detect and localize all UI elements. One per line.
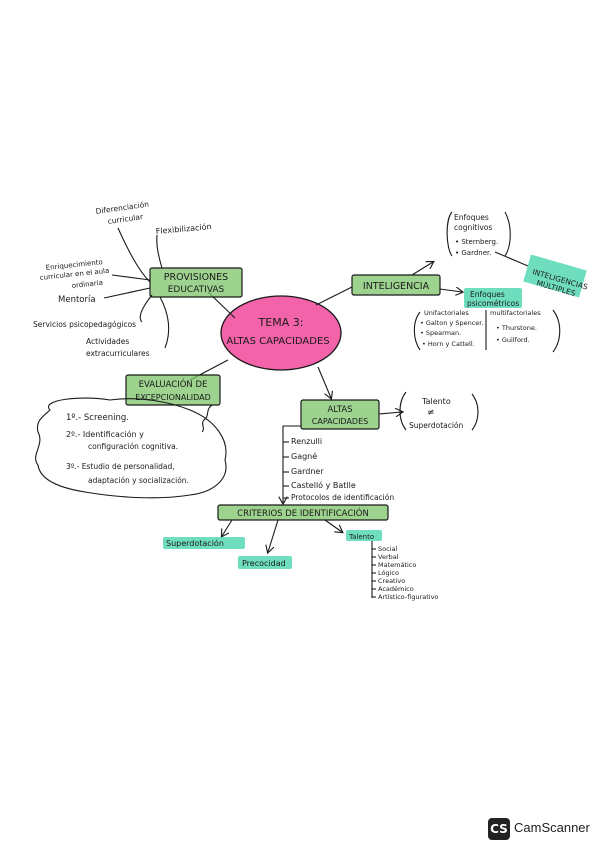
connector-altas — [317, 366, 331, 398]
autor-4: Castelló y Batlle — [291, 480, 356, 490]
evaluacion-step-1: 1º.- Screening. — [66, 413, 129, 423]
provisiones-title1: PROVISIONES — [164, 272, 228, 283]
talento-tipo-3: Matemático — [378, 561, 416, 569]
precocidad-label: Precocidad — [242, 559, 286, 568]
altas-title1: ALTAS — [327, 405, 352, 415]
criterio-superdotacion: Superdotación — [163, 537, 245, 549]
altas-title2: CAPACIDADES — [312, 417, 368, 426]
evaluacion-cloud — [35, 397, 227, 499]
autores-list: Renzulli Gagné Gardner Castelló y Batlle… — [283, 437, 394, 502]
connector-precocidad — [268, 519, 279, 552]
cognitivos-title1: Enfoques — [454, 213, 489, 222]
provisiones-branches — [103, 227, 170, 349]
evaluacion-step-3-line2: adaptación y socialización. — [88, 476, 189, 485]
psico-col2-header: multifactoriales — [490, 309, 541, 317]
psico-col2-item-1: • Thurstone. — [496, 324, 537, 332]
talento-superdotacion: Talento ≠ Superdotación — [399, 391, 479, 431]
evaluacion-squiggle — [201, 404, 213, 433]
central-topic-line2: ALTAS CAPACIDADES — [226, 336, 329, 347]
central-topic-line1: TEMA 3: — [258, 316, 304, 329]
psicometricos-title1: Enfoques — [470, 290, 505, 299]
criterios-box: CRITERIOS DE IDENTIFICACIÓN — [217, 504, 389, 521]
inteligencia-box: INTELIGENCIA — [351, 274, 441, 296]
evaluacion-box: EVALUACIÓN DE EXCEPCIONALIDAD — [125, 374, 221, 406]
provisiones-title2: EDUCATIVAS — [168, 285, 225, 295]
talento-tipo-6: Académico — [378, 585, 414, 593]
evaluacion-step-3-line1: 3º.- Estudio de personalidad, — [66, 462, 175, 471]
criterio-talento: Talento — [346, 530, 382, 541]
talento-tipo-5: Creativo — [378, 577, 405, 585]
psico-col1-item-1: • Galton y Spencer. — [420, 319, 483, 327]
criterio-precocidad: Precocidad — [238, 556, 292, 569]
psico-col1-item-2: • Spearman. — [420, 329, 461, 337]
autor-2: Gagné — [291, 451, 317, 461]
cognitivos-item-2: • Gardner. — [455, 249, 491, 257]
connector-cognitivos — [411, 262, 433, 276]
psicometricos-title2: psicométricos — [467, 299, 519, 308]
evaluacion-title2: EXCEPCIONALIDAD — [135, 393, 211, 402]
cognitivos-title2: cognitivos — [454, 223, 492, 232]
cognitivos-item-1: • Sternberg. — [455, 238, 498, 246]
connector-inteligencia — [315, 286, 353, 306]
camscanner-logo: CS — [488, 818, 510, 840]
psico-col1-header: Unifactoriales — [424, 309, 469, 317]
provision-item-4: Mentoría — [58, 295, 96, 305]
altas-box: ALTAS CAPACIDADES — [300, 399, 380, 430]
talento-criterio-label: Talento — [348, 533, 374, 541]
camscanner-watermark: CamScanner — [514, 820, 590, 835]
talento-line3: Superdotación — [409, 421, 464, 430]
talento-tipo-2: Verbal — [378, 553, 399, 561]
talento-line2: ≠ — [427, 408, 435, 418]
evaluacion-title1: EVALUACIÓN DE — [139, 378, 208, 390]
enfoques-cognitivos: Enfoques cognitivos • Sternberg. • Gardn… — [446, 211, 529, 267]
connector-talento-criterio — [324, 519, 342, 532]
talento-tipo-4: Lógico — [378, 569, 399, 577]
superdotacion-label: Superdotación — [166, 538, 224, 548]
connector-autores — [283, 425, 301, 503]
autor-3: Gardner — [291, 467, 324, 476]
provision-item-1-line2: curricular — [107, 212, 144, 226]
inteligencia-title: INTELIGENCIA — [363, 281, 430, 292]
provision-item-6-line1: Actividades — [86, 337, 129, 346]
autor-1: Renzulli — [291, 437, 322, 446]
inteligencias-multiples: INTELIGENCIAS MÚLTIPLES — [523, 254, 589, 298]
provision-item-2: Flexibilización — [155, 221, 212, 236]
psico-col1-item-3: • Horn y Cattell. — [422, 340, 475, 348]
talento-line1: Talento — [421, 397, 451, 406]
connector-superdotacion — [222, 519, 233, 536]
talento-tipos: Social Verbal Matemático Lógico Creativo… — [371, 541, 438, 601]
connector-psicometricos — [439, 289, 462, 292]
talento-tipo-1: Social — [378, 545, 397, 553]
autor-5: Protocolos de identificación — [291, 493, 394, 502]
central-topic: TEMA 3: ALTAS CAPACIDADES — [220, 295, 342, 371]
criterios-title: CRITERIOS DE IDENTIFICACIÓN — [237, 507, 369, 519]
provision-item-6-line2: extracurriculares — [86, 349, 150, 358]
evaluacion-step-2-line2: configuración cognitiva. — [88, 442, 178, 451]
provision-item-5: Servicios psicopedagógicos — [33, 320, 136, 329]
enfoques-psicometricos: Enfoques psicométricos Unifactoriales • … — [413, 288, 561, 353]
provision-item-3-line3: ordinaria — [71, 279, 103, 290]
connector-talento — [378, 412, 402, 414]
talento-tipo-7: Artístico-figurativo — [378, 593, 438, 601]
provisiones-box: PROVISIONES EDUCATIVAS — [149, 267, 243, 298]
psico-col2-item-2: • Guilford. — [496, 336, 530, 344]
evaluacion-step-2-line1: 2º.- Identificación y — [66, 429, 144, 439]
